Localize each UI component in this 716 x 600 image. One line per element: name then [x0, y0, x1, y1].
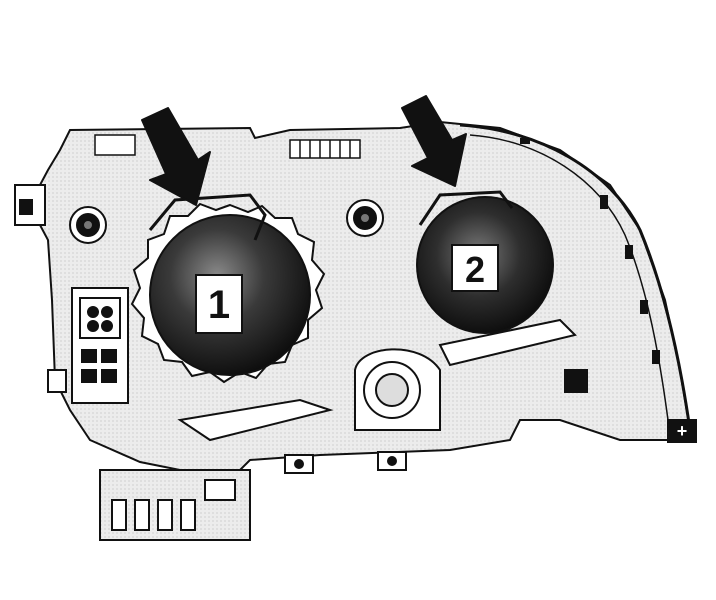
callout-2: 2 — [451, 244, 499, 292]
callout-1-label: 1 — [208, 283, 230, 327]
callout-1: 1 — [195, 274, 243, 334]
adjuster-screw-center — [346, 199, 384, 237]
top-ridge — [94, 134, 361, 159]
trim-slots — [520, 138, 660, 364]
callout-2-label: 2 — [465, 249, 485, 290]
mounting-tabs — [284, 369, 588, 474]
left-connector — [14, 184, 129, 404]
adjuster-screw-left — [69, 206, 107, 244]
bottom-plug — [99, 469, 251, 541]
plus-symbol-box: + — [667, 419, 697, 443]
down-arrow-icon — [401, 95, 467, 187]
adjuster-hub-lower — [354, 348, 441, 431]
down-arrow-icon — [141, 107, 211, 206]
plus-symbol: + — [677, 421, 688, 441]
